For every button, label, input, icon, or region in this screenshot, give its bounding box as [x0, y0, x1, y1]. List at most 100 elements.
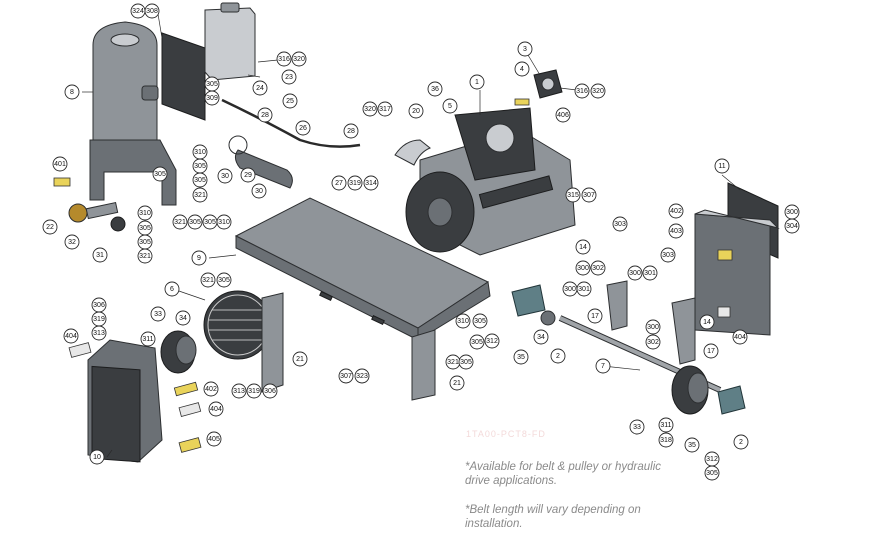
callout-number: 36	[431, 86, 439, 93]
callout-number: 309	[206, 95, 218, 102]
callout-305: 305	[704, 465, 720, 481]
callout-number: 1	[475, 79, 479, 86]
callout-number: 316	[278, 56, 290, 63]
callout-321: 321	[445, 354, 461, 370]
callout-number: 321	[139, 253, 151, 260]
callout-404: 404	[63, 328, 79, 344]
callout-number: 319	[93, 316, 105, 323]
callout-number: 11	[718, 163, 725, 170]
callout-number: 405	[208, 436, 220, 443]
callout-number: 305	[154, 171, 166, 178]
callout-309: 309	[204, 90, 220, 106]
note-availability: *Available for belt & pulley or hydrauli…	[465, 461, 662, 487]
callout-314: 314	[363, 175, 379, 191]
callout-number: 304	[786, 223, 798, 230]
callout-7: 7	[595, 358, 611, 374]
callout-number: 401	[54, 161, 66, 168]
callout-number: 300	[564, 286, 576, 293]
callout-number: 305	[139, 239, 151, 246]
callout-21: 21	[449, 375, 465, 391]
callout-26: 26	[295, 120, 311, 136]
callout-5: 5	[442, 98, 458, 114]
callout-number: 302	[592, 265, 604, 272]
callout-number: 305	[194, 163, 206, 170]
callout-number: 321	[447, 359, 459, 366]
callout-number: 404	[734, 334, 746, 341]
elbow-fitting-part	[394, 139, 431, 166]
callout-401: 401	[52, 156, 68, 172]
callout-number: 33	[154, 311, 162, 318]
decal-label-part	[173, 381, 199, 397]
callout-303: 303	[612, 216, 628, 232]
callout-number: 7	[601, 363, 605, 370]
callout-323: 323	[354, 368, 370, 384]
callout-11: 11	[714, 158, 730, 174]
callout-4: 4	[514, 61, 530, 77]
callout-number: 310	[218, 219, 230, 226]
callout-300: 300	[575, 260, 591, 276]
callout-403: 403	[668, 223, 684, 239]
callout-305: 305	[137, 220, 153, 236]
callout-number: 300	[647, 324, 659, 331]
callout-number: 23	[285, 74, 293, 81]
callout-308: 308	[144, 3, 160, 19]
callout-402: 402	[203, 381, 219, 397]
callout-320: 320	[590, 83, 606, 99]
callout-3: 3	[517, 41, 533, 57]
callout-number: 21	[453, 380, 461, 387]
callout-307: 307	[338, 368, 354, 384]
callout-number: 321	[194, 192, 206, 199]
callout-317: 317	[377, 101, 393, 117]
callout-number: 301	[578, 286, 590, 293]
callout-number: 402	[670, 208, 682, 215]
callout-number: 312	[486, 338, 498, 345]
callout-305: 305	[469, 334, 485, 350]
callout-number: 27	[335, 180, 343, 187]
callout-number: 9	[197, 255, 201, 262]
air-filter-part	[228, 135, 293, 189]
callout-1: 1	[469, 74, 485, 90]
callout-number: 313	[233, 388, 245, 395]
callout-number: 404	[210, 406, 222, 413]
callout-305: 305	[187, 214, 203, 230]
callout-number: 305	[206, 81, 218, 88]
callout-number: 403	[670, 228, 682, 235]
callout-number: 35	[517, 354, 525, 361]
callout-number: 3	[523, 46, 527, 53]
callout-number: 6	[170, 286, 174, 293]
callout-number: 8	[70, 89, 74, 96]
callout-17: 17	[587, 308, 603, 324]
callout-number: 2	[739, 439, 743, 446]
callout-number: 4	[520, 66, 524, 73]
callout-number: 319	[248, 388, 260, 395]
callout-302: 302	[590, 260, 606, 276]
callout-17: 17	[703, 343, 719, 359]
callout-number: 303	[614, 221, 626, 228]
callout-number: 305	[204, 219, 216, 226]
callout-number: 28	[261, 112, 269, 119]
callout-300: 300	[784, 204, 800, 220]
decal-label-part	[178, 402, 202, 417]
decal-label-part	[178, 437, 202, 453]
callout-number: 28	[347, 128, 355, 135]
callout-305: 305	[192, 172, 208, 188]
callout-306: 306	[262, 383, 278, 399]
callout-number: 17	[591, 313, 599, 320]
callout-number: 305	[706, 470, 718, 477]
callout-number: 305	[474, 318, 486, 325]
callout-number: 14	[579, 244, 587, 251]
callout-number: 10	[93, 454, 101, 461]
drive-shaft-part	[511, 284, 746, 415]
callout-number: 310	[139, 210, 151, 217]
callout-number: 404	[65, 333, 77, 340]
callout-305: 305	[192, 158, 208, 174]
callout-28: 28	[343, 123, 359, 139]
guard-plate-part	[411, 329, 436, 401]
callout-2: 2	[733, 434, 749, 450]
callout-311: 311	[140, 331, 156, 347]
callout-35: 35	[513, 349, 529, 365]
callout-number: 300	[786, 209, 798, 216]
callout-14: 14	[699, 314, 715, 330]
callout-306: 306	[91, 297, 107, 313]
callout-312: 312	[704, 451, 720, 467]
